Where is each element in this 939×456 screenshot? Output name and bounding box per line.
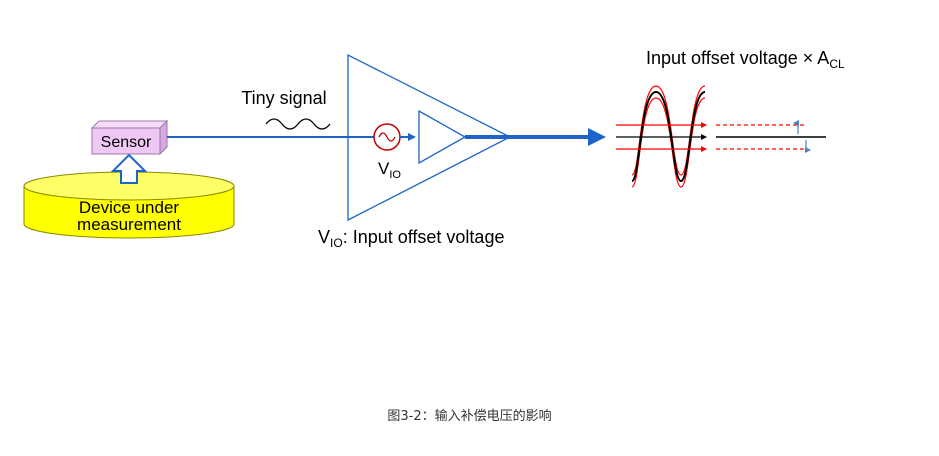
figure-caption: 图3-2：输入补偿电压的影响 (387, 409, 552, 424)
vio-definition: VIO: Input offset voltage (318, 227, 504, 250)
inner-amplifier-triangle (418, 109, 467, 165)
vio-source (373, 123, 401, 151)
output-waveform (616, 85, 826, 188)
sensor-box: Sensor (90, 119, 169, 156)
amplifier-triangle (347, 53, 512, 222)
up-arrow-icon (110, 153, 148, 184)
device-label-line1: Device under (79, 198, 180, 217)
vio-label: VIO (378, 159, 401, 181)
output-arrow-icon (588, 128, 606, 146)
device-label-line2: measurement (77, 215, 181, 234)
tiny-signal-wave (265, 118, 331, 130)
output-offset-label: Input offset voltage × ACL (646, 48, 845, 71)
sensor-label: Sensor (101, 134, 152, 151)
tiny-signal-label: Tiny signal (241, 88, 326, 108)
